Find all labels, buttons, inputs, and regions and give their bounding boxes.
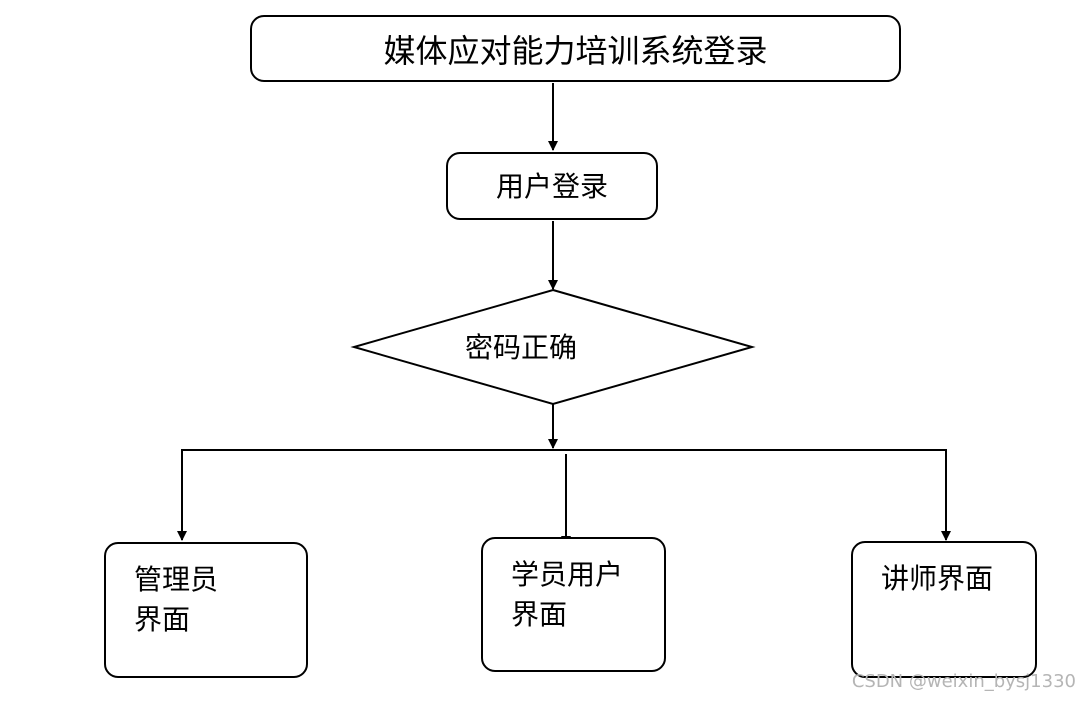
student-interface-label: 学员用户 界面 xyxy=(511,557,623,634)
student-label-line2: 界面 xyxy=(511,598,568,632)
user-login-label: 用户登录 xyxy=(495,170,608,203)
lecturer-label-line1: 讲师界面 xyxy=(881,562,994,595)
lecturer-interface-label: 讲师界面 xyxy=(881,561,993,597)
system-login-title-node: 媒体应对能力培训系统登录 xyxy=(250,15,901,82)
system-login-title: 媒体应对能力培训系统登录 xyxy=(383,32,768,70)
admin-label-line2: 界面 xyxy=(134,603,191,637)
student-label-line1: 学员用户 xyxy=(511,558,624,591)
lecturer-interface-node: 讲师界面 xyxy=(851,541,1037,678)
user-login-node: 用户登录 xyxy=(446,152,658,220)
csdn-watermark: CSDN @weixin_bysj1330 xyxy=(851,671,1076,692)
password-correct-label: 密码正确 xyxy=(465,331,578,364)
admin-label-line1: 管理员 xyxy=(134,563,219,596)
admin-interface-label: 管理员 界面 xyxy=(134,562,218,639)
admin-interface-node: 管理员 界面 xyxy=(104,542,308,678)
student-interface-node: 学员用户 界面 xyxy=(481,537,666,672)
